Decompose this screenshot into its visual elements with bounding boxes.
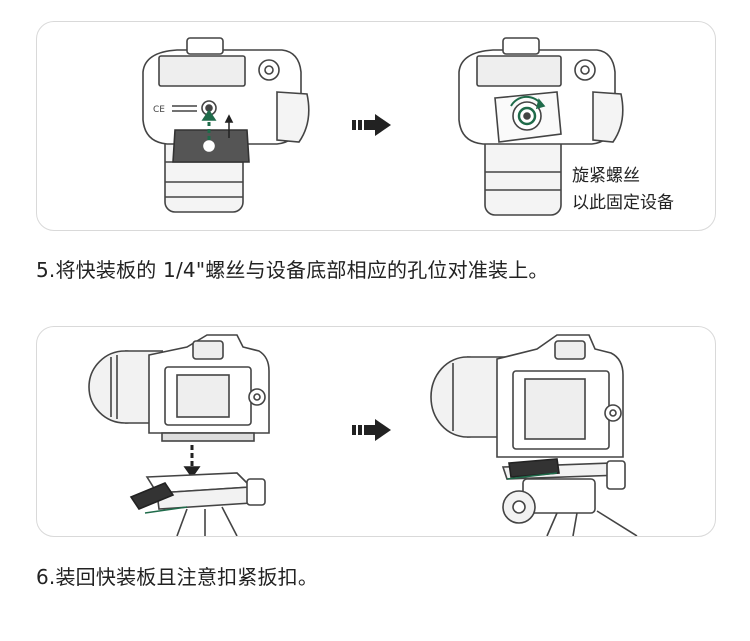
attach-plate-illustration [88, 334, 638, 536]
arrow-right-icon [352, 114, 391, 136]
caption-line-1: 旋紧螺丝 [572, 166, 640, 186]
illustration-panel-mount-screw: CE [36, 21, 716, 231]
arrow-right-icon-2 [352, 419, 391, 441]
camera-side-view-right [430, 334, 638, 536]
caption-line-2: 以此固定设备 [572, 193, 674, 213]
camera-bottom-view-right [458, 37, 624, 216]
mount-screw-illustration: CE [142, 37, 624, 216]
camera-side-view-left [88, 334, 270, 536]
svg-text:CE: CE [153, 105, 165, 115]
step-5-instruction: 5.将快装板的 1/4"螺丝与设备底部相应的孔位对准装上。 [36, 258, 549, 282]
step-6-instruction: 6.装回快装板且注意扣紧扳扣。 [36, 565, 319, 589]
camera-bottom-view-left: CE [142, 37, 310, 213]
illustration-panel-attach-plate [36, 326, 716, 537]
